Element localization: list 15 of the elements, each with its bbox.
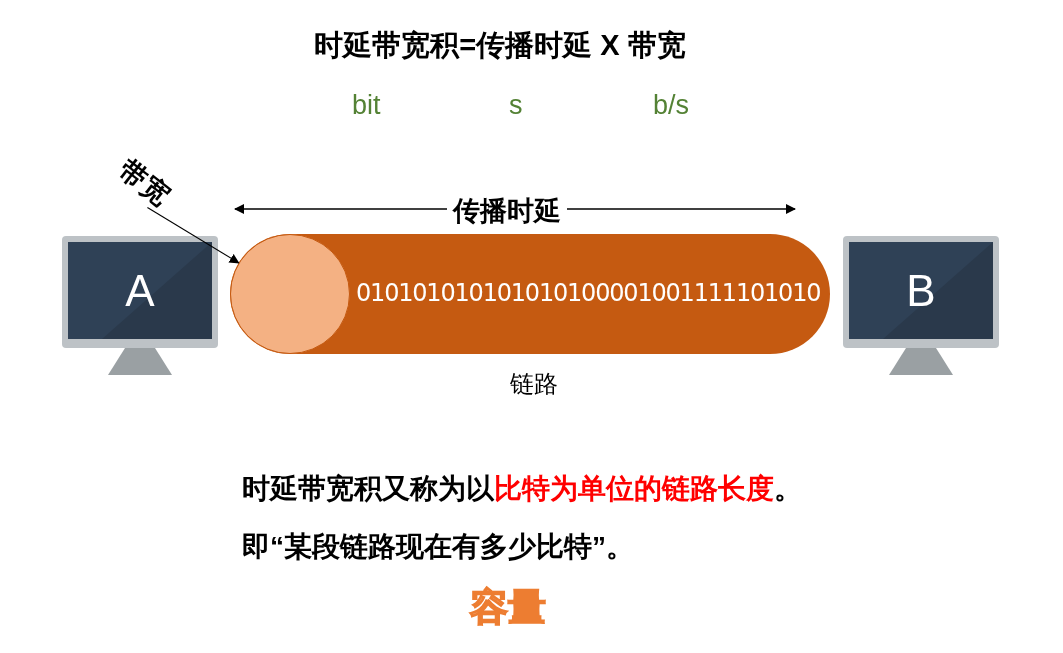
bit-stream: 010101010101010100001001111101010: [356, 279, 821, 307]
outlined-heading: 容量: [470, 585, 546, 630]
monitor-letter: A: [124, 266, 156, 316]
note-text: 时延带宽积又称为以: [242, 472, 494, 506]
link-caption: 链路: [510, 369, 558, 399]
title: 时延带宽积=传播时延 X 带宽: [313, 28, 687, 63]
unit-label: s: [509, 90, 523, 121]
rotated-label: 带宽: [111, 152, 177, 214]
note-text: 比特为单位的链路长度: [494, 472, 774, 506]
note-text: 。: [774, 472, 802, 506]
unit-label: b/s: [653, 90, 690, 121]
unit-label: bit: [352, 90, 381, 121]
leader-line: [146, 206, 240, 264]
note-text: 即“某段链路现在有多少比特”。: [242, 530, 634, 564]
monitor-letter: B: [905, 266, 937, 316]
